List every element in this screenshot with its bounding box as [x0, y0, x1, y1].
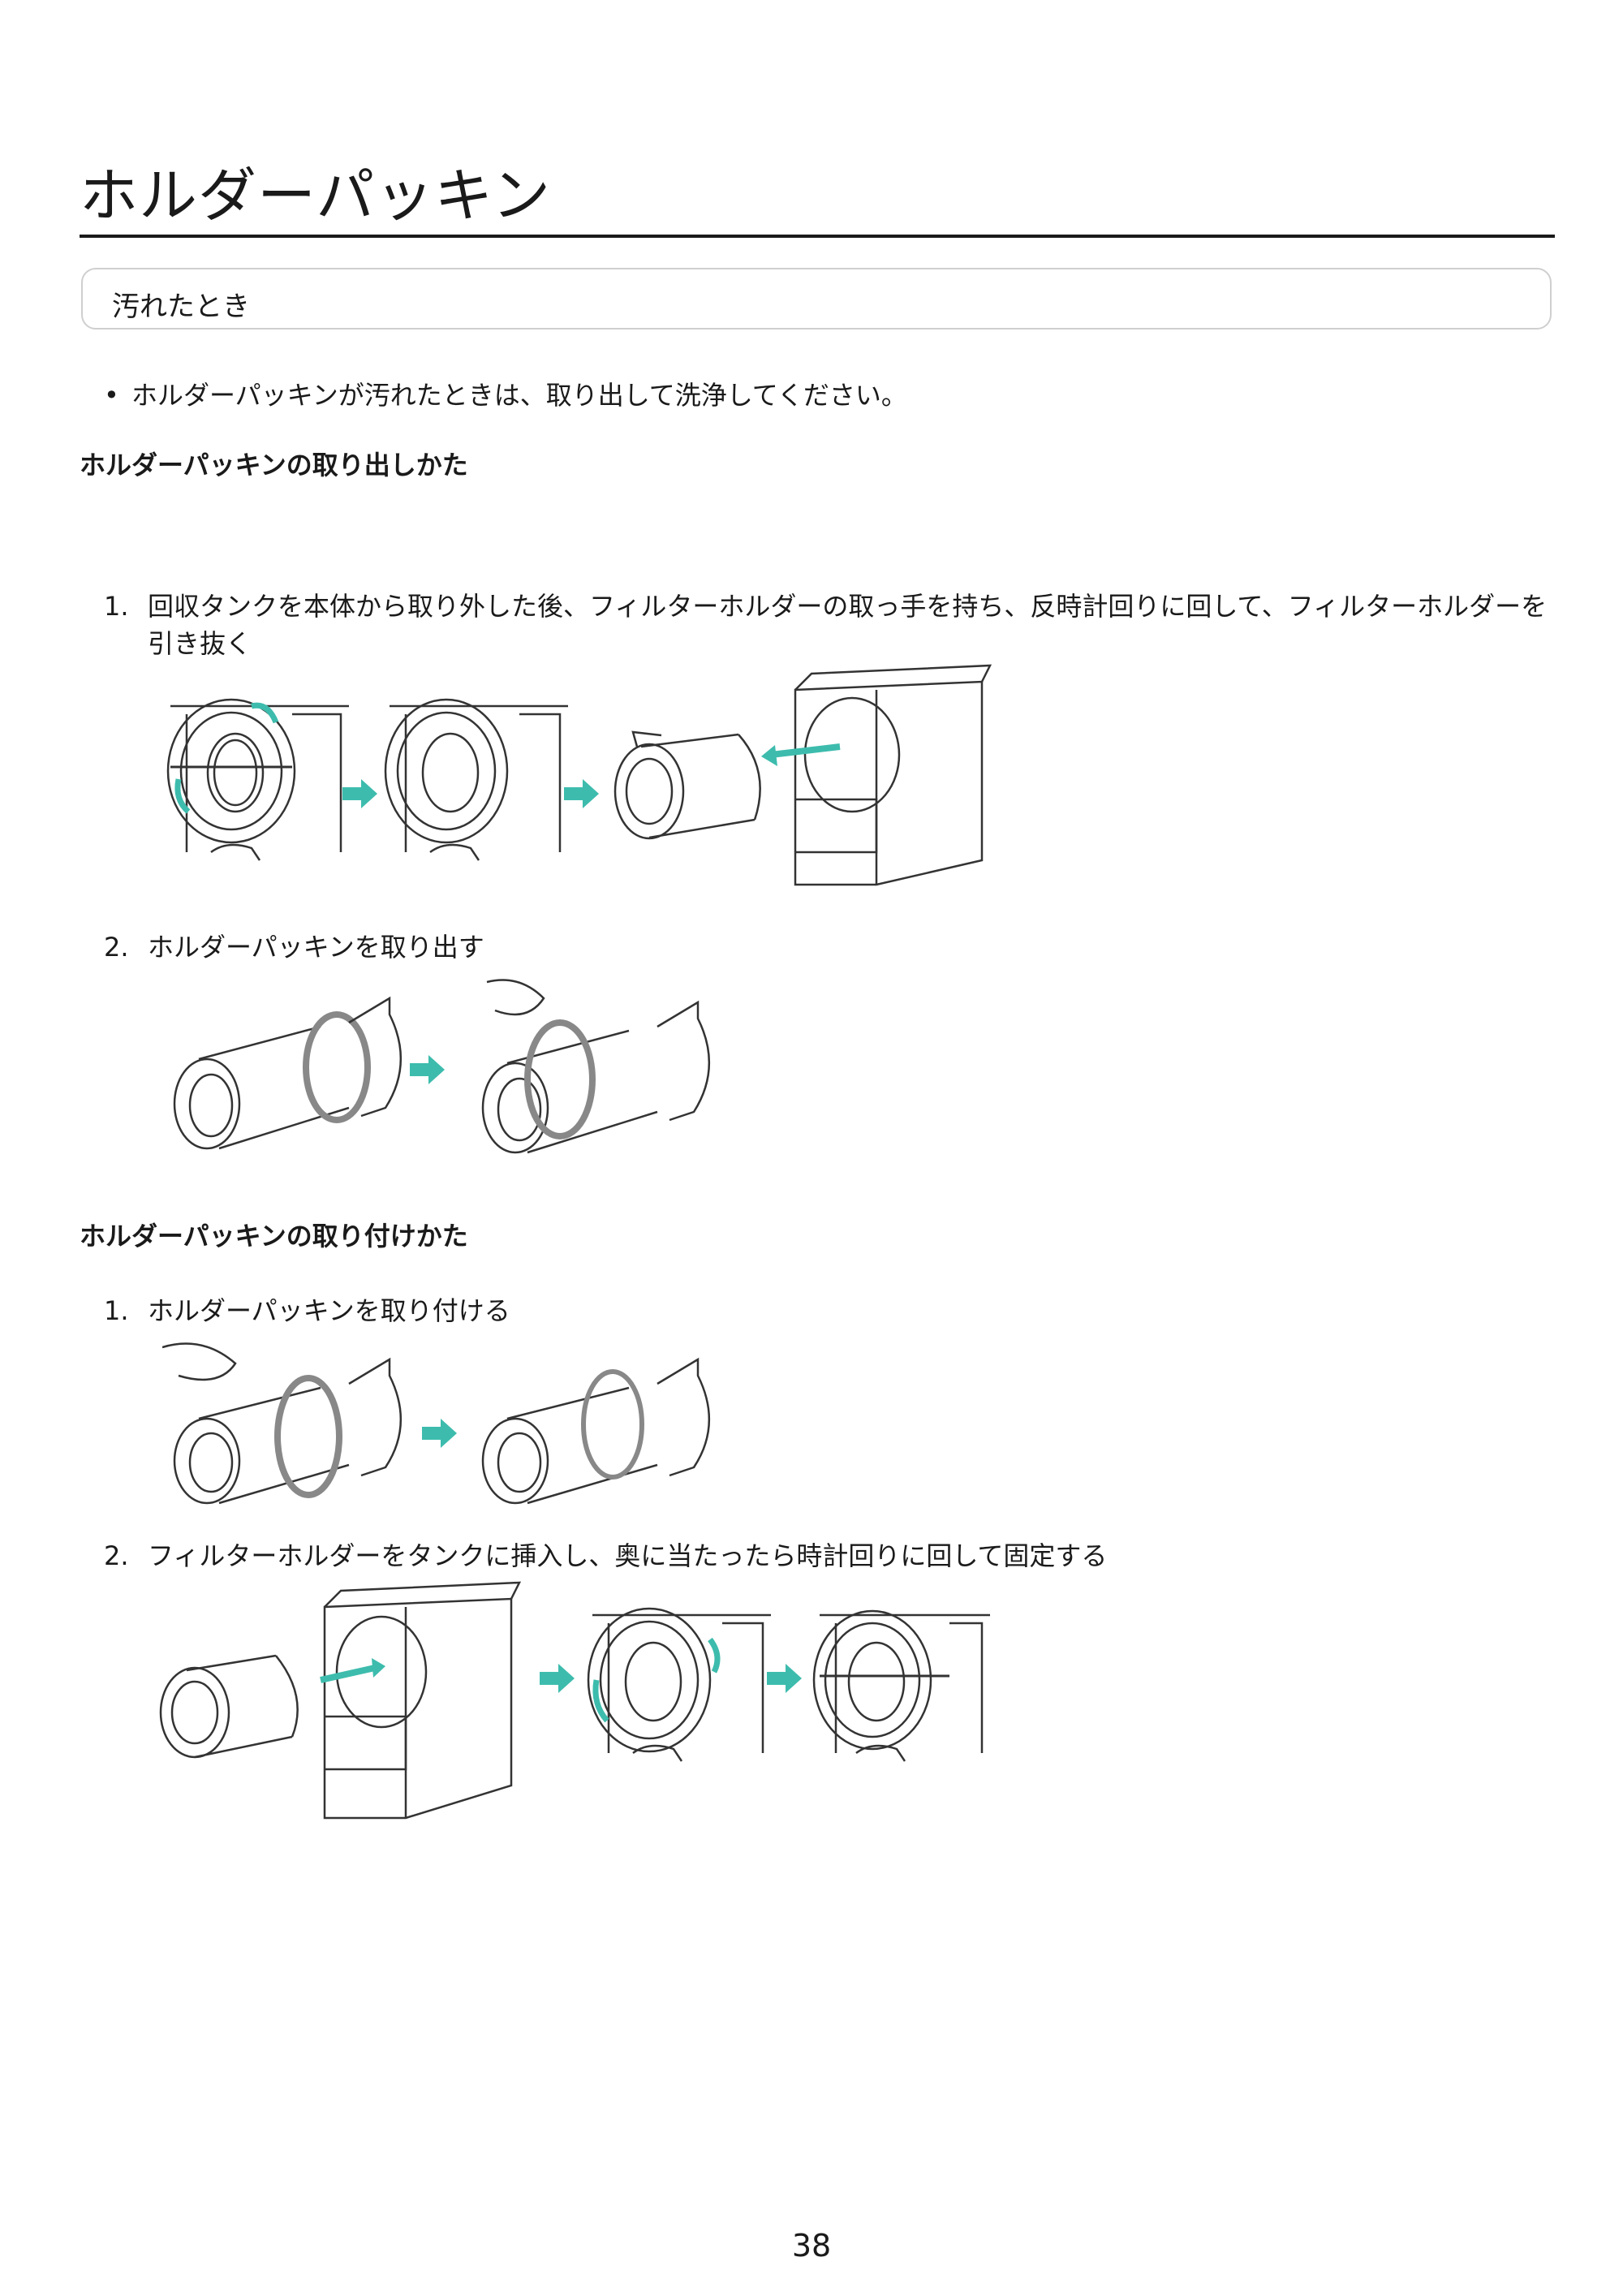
install-step-1: 1. ホルダーパッキンを取り付ける	[104, 1290, 510, 1328]
step-number: 1.	[104, 591, 129, 622]
install-step-2: 2. フィルターホルダーをタンクに挿入し、奥に当たったら時計回りに回して固定する	[104, 1536, 1107, 1573]
tank-body	[794, 664, 992, 886]
clockwise-arrow-icon	[592, 1679, 609, 1723]
clockwise-arrow-icon	[708, 1637, 721, 1674]
holder-front-view-fixed	[812, 1609, 990, 1762]
condition-box: 汚れたとき	[81, 268, 1552, 330]
step-text: 回収タンクを本体から取り外した後、フィルターホルダーの取っ手を持ち、反時計回りに…	[148, 591, 1548, 622]
insert-arrow-icon	[320, 1665, 376, 1683]
bullet-text: ホルダーパッキンが汚れたときは、取り出して洗浄してください。	[131, 380, 907, 411]
page-number: 38	[791, 2228, 832, 2264]
install-step-2-illustration	[159, 1581, 990, 1820]
pull-out-arrow-icon	[770, 743, 841, 758]
next-arrow-icon	[342, 779, 377, 808]
next-arrow-icon	[422, 1419, 457, 1448]
holder-packing-removed	[481, 979, 710, 1154]
step-number: 2.	[104, 1540, 129, 1571]
step-text: フィルターホルダーをタンクに挿入し、奥に当たったら時計回りに回して固定する	[148, 1540, 1108, 1571]
insert-arrow-head-icon	[372, 1658, 385, 1678]
removal-step-1-illustration	[166, 664, 992, 886]
counterclockwise-arrow-icon	[174, 778, 191, 814]
step-number: 1.	[104, 1295, 129, 1326]
step-text: ホルダーパッキンを取り出す	[148, 932, 484, 963]
install-step-1-illustration	[162, 1342, 710, 1505]
filter-holder-pulled-out	[613, 730, 761, 840]
holder-packing-attached	[481, 1357, 710, 1505]
step-number: 2.	[104, 932, 129, 963]
bullet-dot: •	[104, 380, 119, 411]
tank-body	[323, 1581, 522, 1820]
install-heading: ホルダーパッキンの取り付けかた	[80, 1221, 468, 1251]
holder-with-packing-1	[173, 996, 402, 1150]
condition-label: 汚れたとき	[112, 291, 250, 323]
removal-step-1: 1. 回収タンクを本体から取り外した後、フィルターホルダーの取っ手を持ち、反時計回…	[104, 586, 1548, 661]
holder-front-view-rotating	[587, 1607, 771, 1762]
step-text: ホルダーパッキンを取り付ける	[148, 1295, 510, 1326]
removal-step-2: 2. ホルダーパッキンを取り出す	[104, 927, 484, 964]
holder-packing-attaching	[162, 1342, 402, 1505]
removal-heading: ホルダーパッキンの取り出しかた	[80, 450, 468, 480]
pull-out-arrow-head-icon	[761, 745, 777, 766]
page-title: ホルダーパッキン	[80, 162, 552, 230]
holder-front-view-2	[384, 698, 568, 861]
title-divider	[80, 235, 1555, 238]
step-text-continued: 引き抜く	[148, 628, 252, 659]
bullet-note: • ホルダーパッキンが汚れたときは、取り出して洗浄してください。	[104, 375, 907, 412]
next-arrow-icon	[540, 1664, 575, 1693]
removal-step-2-illustration	[173, 979, 710, 1154]
next-arrow-icon	[564, 779, 599, 808]
filter-holder-inserting	[159, 1654, 299, 1759]
holder-front-view-1	[166, 698, 349, 861]
counterclockwise-arrow-icon	[251, 702, 279, 724]
next-arrow-icon	[767, 1664, 802, 1693]
next-arrow-icon	[410, 1055, 445, 1084]
